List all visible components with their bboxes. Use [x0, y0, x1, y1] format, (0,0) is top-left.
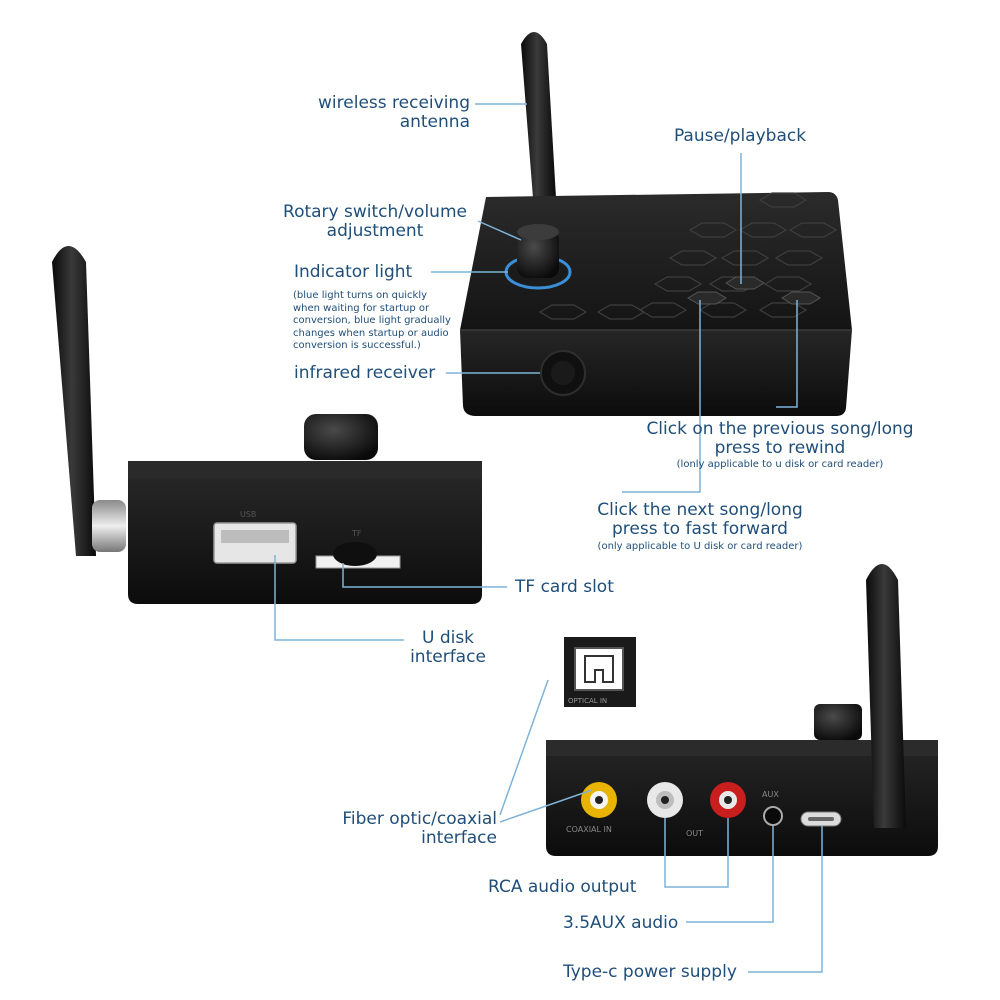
rotary-knob[interactable]: [517, 230, 559, 278]
next-label-line2: press to fast forward: [612, 519, 788, 539]
tf-print: TF: [351, 529, 362, 538]
bottom-device: OPTICAL IN COAXIAL IN OUT AUX: [546, 564, 938, 856]
coaxial-print: COAXIAL IN: [566, 825, 612, 834]
fiber-label-line2: interface: [421, 828, 497, 848]
antenna-label-line2: antenna: [399, 112, 470, 132]
left-device-body: [128, 478, 482, 604]
top-device-top-face: [460, 192, 852, 330]
previous-song-note: (lonly applicable to u disk or card read…: [676, 459, 884, 470]
fiber-label-line1: Fiber optic/coaxial: [342, 809, 497, 829]
previous-label-line1: Click on the previous song/long: [646, 419, 914, 439]
indicator-note-line4: changes when startup or audio: [293, 327, 449, 339]
left-antenna: [52, 246, 96, 556]
tf-card-slot-label: TF card slot: [515, 577, 614, 597]
next-song-label: Click the next song/long press to fast f…: [560, 501, 840, 539]
bottom-knob: [814, 704, 862, 740]
top-antenna: [521, 32, 556, 198]
left-knob[interactable]: [304, 414, 378, 460]
infrared-receiver-label: infrared receiver: [294, 363, 436, 383]
aux-print: AUX: [762, 790, 779, 799]
previous-label-line2: press to rewind: [714, 438, 846, 458]
aux-audio-label: 3.5AUX audio: [563, 913, 679, 933]
indicator-note-line5: conversion is successful.): [293, 340, 421, 351]
pause-play-button[interactable]: [725, 276, 765, 290]
antenna-label: wireless receiving antenna: [280, 94, 470, 132]
u-disk-interface-label: U disk interface: [400, 629, 496, 667]
next-song-note: (only applicable to U disk or card reade…: [597, 541, 803, 552]
left-device: USB TF: [52, 246, 482, 604]
indicator-note-line2: when waiting for startup or: [293, 302, 430, 314]
out-print: OUT: [686, 829, 703, 838]
next-label-line1: Click the next song/long: [597, 500, 803, 520]
rotary-switch-label: Rotary switch/volume adjustment: [265, 203, 485, 241]
fiber-coaxial-label: Fiber optic/coaxial interface: [300, 810, 497, 848]
antenna-label-line1: wireless receiving: [318, 93, 470, 113]
aux-jack: [763, 806, 783, 826]
left-device-top: [128, 461, 482, 478]
indicator-note-line1: (blue light turns on quickly: [293, 290, 428, 301]
udisk-label-line2: interface: [410, 647, 486, 667]
bottom-antenna: [866, 564, 906, 828]
type-c-power-label: Type-c power supply: [563, 962, 737, 982]
indicator-note-line3: conversion, blue light gradually: [293, 315, 451, 326]
rotary-label-line1: Rotary switch/volume: [283, 202, 467, 222]
leader-lines: [274, 103, 823, 973]
rca-audio-output-label: RCA audio output: [488, 877, 637, 897]
rotary-label-line2: adjustment: [326, 221, 424, 241]
left-rca-jack: [92, 500, 126, 552]
next-button[interactable]: [781, 291, 821, 305]
udisk-label-line1: U disk: [421, 628, 475, 648]
optical-print: OPTICAL IN: [568, 697, 607, 705]
previous-button[interactable]: [687, 291, 727, 305]
pause-playback-label: Pause/playback: [673, 126, 807, 146]
top-device: [460, 32, 852, 416]
indicator-light-note: (blue light turns on quickly when waitin…: [293, 290, 451, 353]
usb-print: USB: [240, 510, 256, 519]
indicator-light-label: Indicator light: [294, 262, 413, 282]
previous-song-label: Click on the previous song/long press to…: [630, 420, 930, 458]
